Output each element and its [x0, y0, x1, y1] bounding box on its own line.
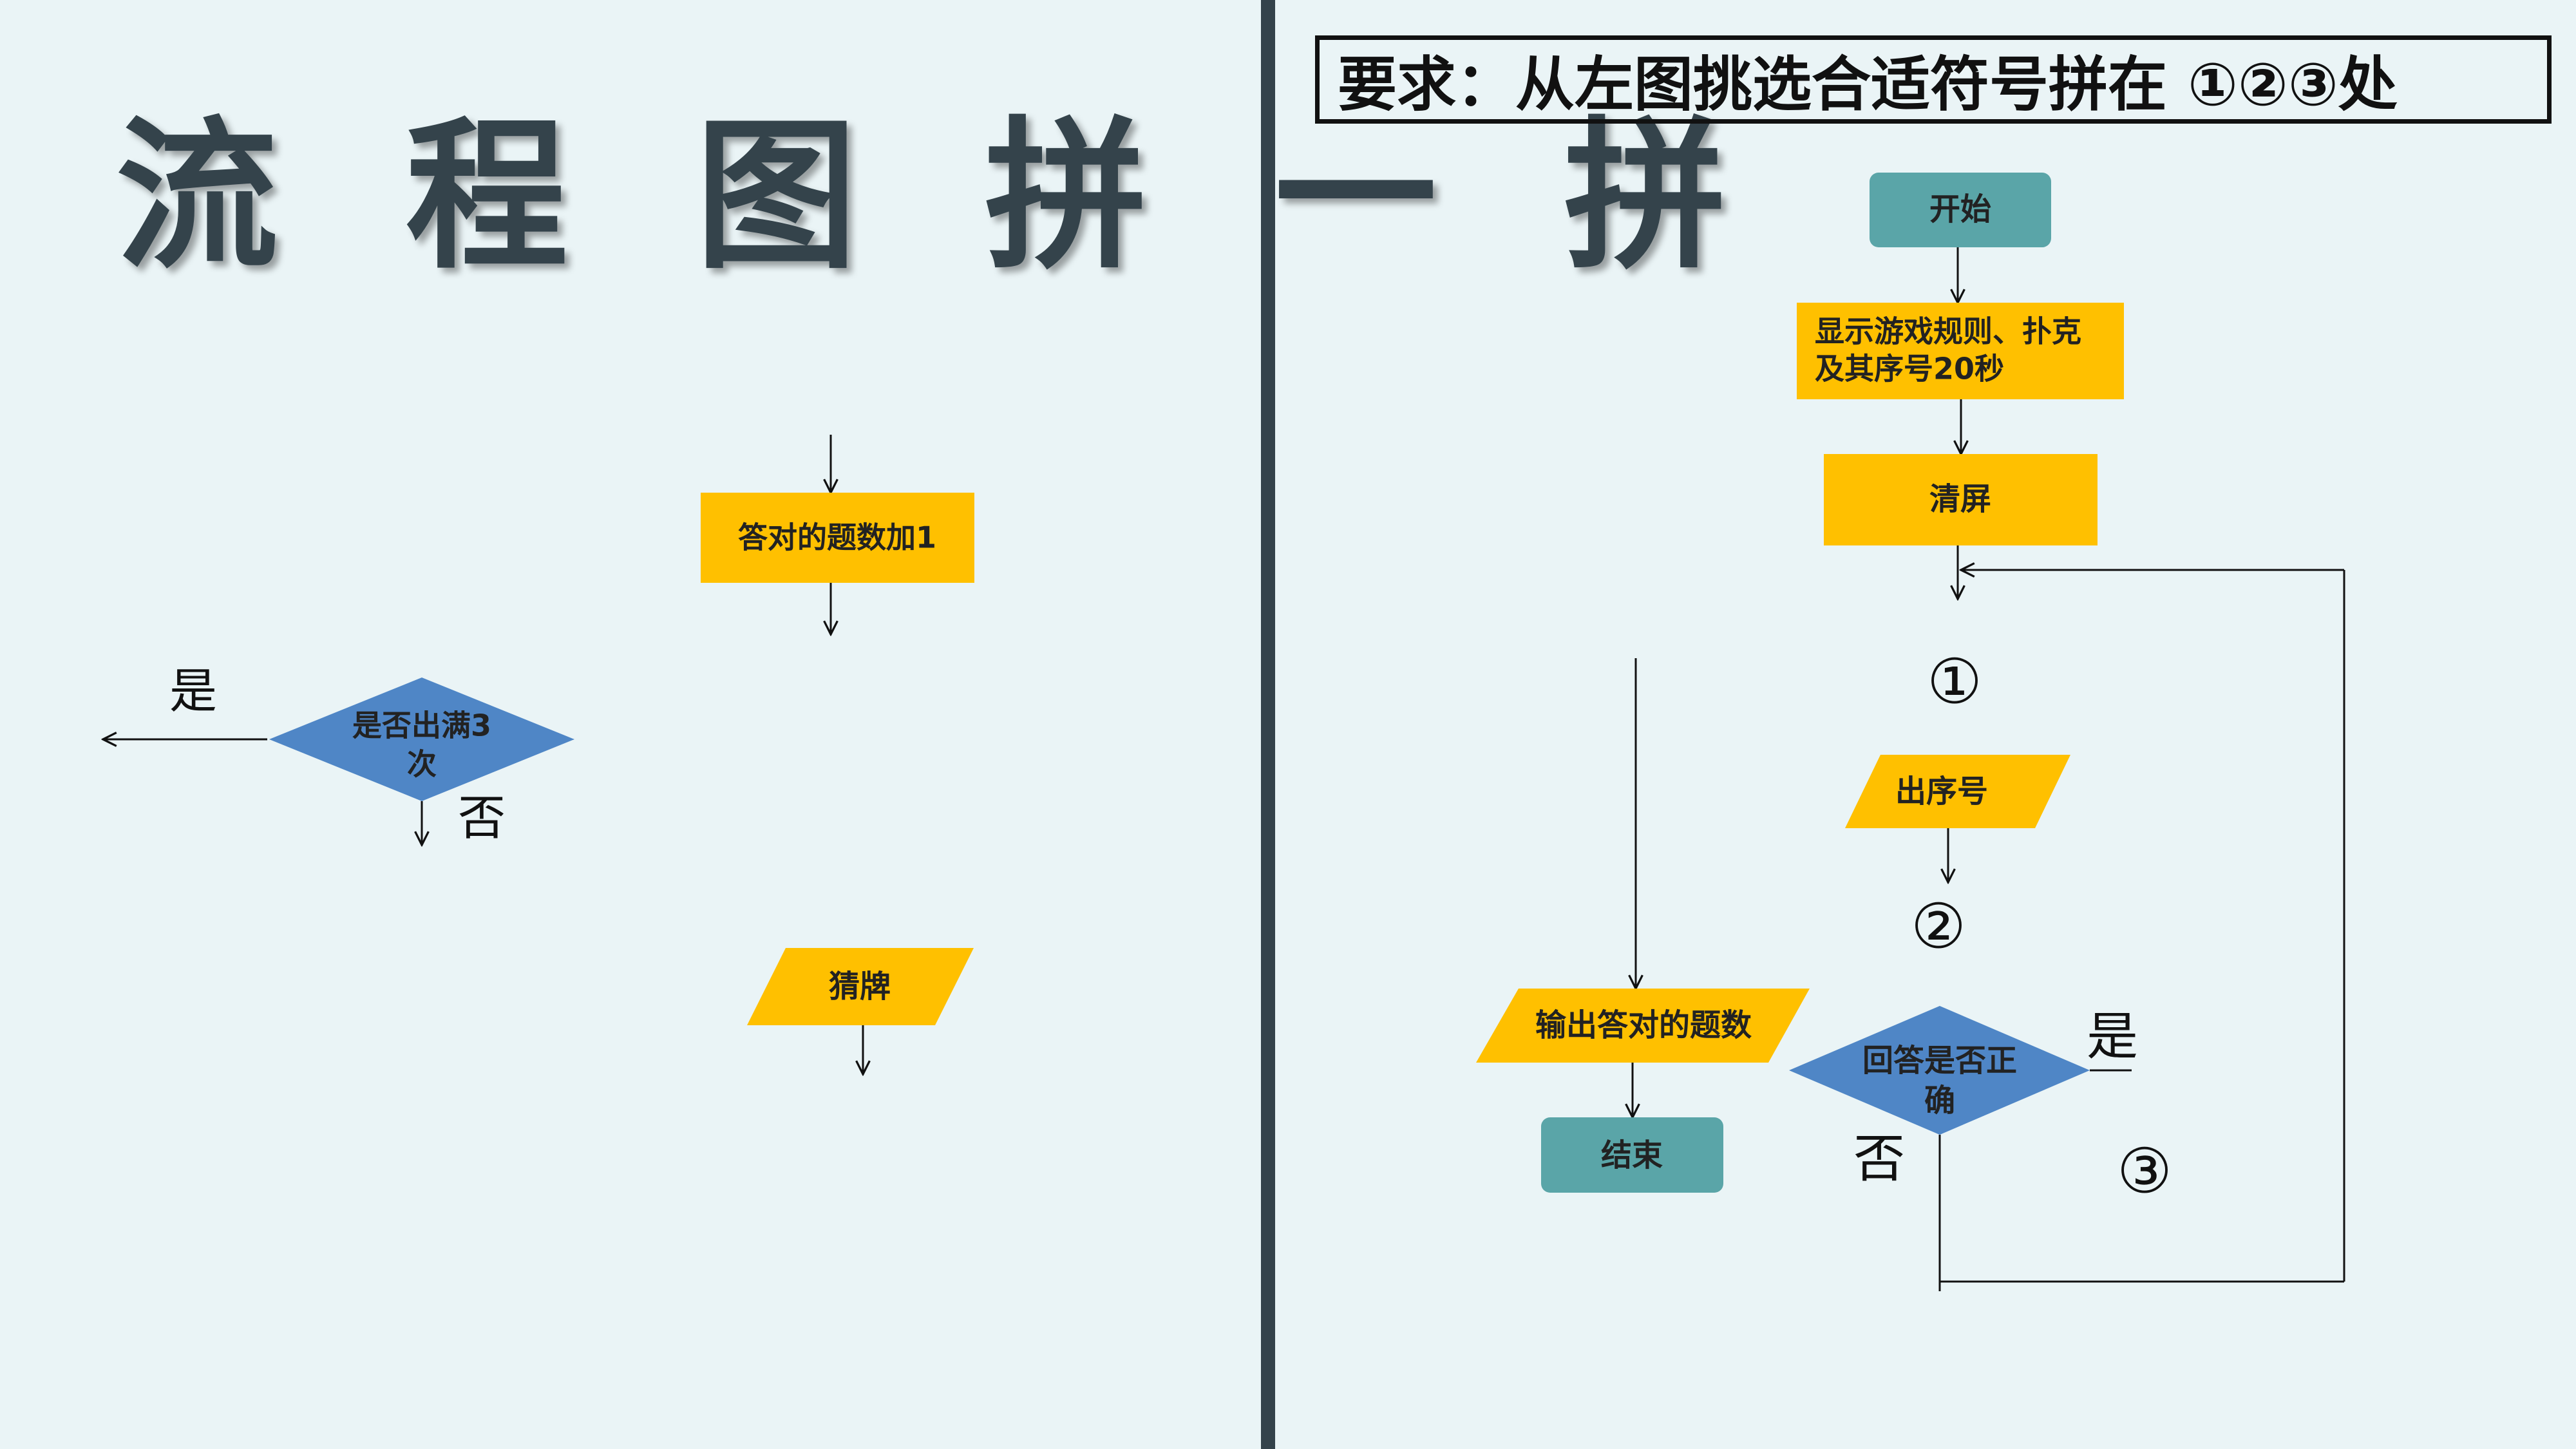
- decision-no-label: 否: [458, 791, 506, 846]
- left-answer-count-group: 答对的题数加1: [701, 435, 974, 634]
- decision-label-line1: 是否出满3: [352, 708, 491, 743]
- decision-label-line1: 回答是否正: [1862, 1043, 2017, 1079]
- full-three-decision-diamond: [269, 677, 574, 801]
- show-rules-label-line1: 显示游戏规则、扑克: [1815, 314, 2081, 349]
- clear-screen-label: 清屏: [1929, 481, 1991, 517]
- end-terminal: [1541, 1117, 1723, 1193]
- show-rules-process-box: [1797, 303, 2124, 399]
- show-rules-label-line2: 及其序号20秒: [1815, 352, 2004, 386]
- guess-io-parallelogram: [747, 948, 974, 1025]
- decision-yes-label: 是: [169, 664, 217, 719]
- left-guess-group: 猜牌: [747, 948, 974, 1074]
- answer-count-process-box: [701, 493, 974, 583]
- slot-3-marker: ③: [2117, 1135, 2172, 1207]
- answer-correct-decision-diamond: [1789, 1006, 2090, 1135]
- decision-label-line2: 次: [407, 747, 437, 782]
- decision-no-label: 否: [1853, 1129, 1905, 1189]
- left-decision-group: 是 是否出满3 次 否: [103, 664, 574, 846]
- end-label: 结束: [1601, 1137, 1663, 1173]
- start-label: 开始: [1929, 191, 1991, 227]
- output-number-io-parallelogram: [1845, 755, 2070, 828]
- page-title: 流 程 图 拼 一 拼: [116, 102, 1762, 291]
- clear-screen-process-box: [1824, 454, 2098, 545]
- slot-1-marker: ①: [1927, 645, 1982, 717]
- answer-count-label: 答对的题数加1: [738, 520, 936, 555]
- slot-2-marker: ②: [1911, 890, 1966, 962]
- panel-divider: [1261, 0, 1275, 1449]
- guess-label: 猜牌: [829, 969, 891, 1005]
- right-flowchart: 开始 显示游戏规则、扑克 及其序号20秒 清屏 ① 出序号 ② 回答是否正 确 …: [1476, 173, 2345, 1291]
- decision-label-line2: 确: [1924, 1083, 1955, 1119]
- output-number-label: 出序号: [1895, 773, 1988, 810]
- decision-yes-label: 是: [2087, 1007, 2138, 1066]
- requirement-box: 要求：从左图挑选合适符号拼在 ①②③处: [1315, 35, 2552, 124]
- output-answers-label: 输出答对的题数: [1535, 1007, 1752, 1043]
- start-terminal: [1870, 173, 2051, 247]
- output-answers-io-parallelogram: [1476, 989, 1810, 1063]
